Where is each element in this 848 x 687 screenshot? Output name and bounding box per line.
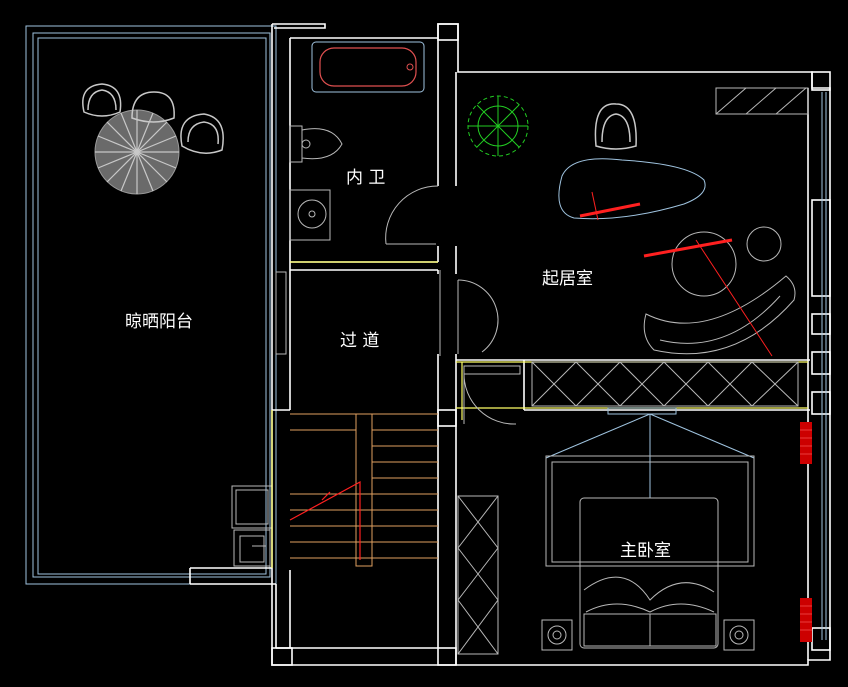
- chair-icon: [82, 83, 122, 117]
- door-swing-icon: [385, 185, 439, 245]
- red-marks: [800, 422, 812, 642]
- room-label-living: 起居室: [542, 269, 593, 289]
- chair-icon: [180, 113, 224, 154]
- room-label-bathroom: 内 卫: [346, 168, 386, 188]
- tv-wall: [545, 407, 755, 498]
- nightstand: [541, 619, 755, 651]
- stair-arrow: [289, 480, 361, 560]
- cabinet-top: [715, 87, 809, 115]
- corridor-door: [275, 270, 499, 356]
- table-icon: [94, 109, 180, 195]
- window-right: [821, 92, 827, 640]
- coffee-table: [558, 158, 706, 221]
- plant-icon: [467, 95, 529, 157]
- sink-icon: [289, 189, 331, 241]
- living-door: [463, 365, 521, 425]
- room-label-corridor: 过 道: [340, 331, 380, 351]
- yellow-lines: [271, 261, 808, 568]
- stair-icon: [290, 413, 438, 567]
- bed-icon: [545, 455, 755, 649]
- room-label-balcony: 晾晒阳台: [125, 312, 193, 332]
- room-label-bedroom: 主卧室: [620, 541, 671, 561]
- chair-icon: [131, 91, 175, 123]
- wardrobe: [457, 495, 499, 655]
- washer-icon: [231, 485, 273, 567]
- toilet-icon: [289, 125, 343, 163]
- sofa-icon: [643, 226, 796, 357]
- chair-icon: [594, 103, 637, 150]
- bathtub-icon: [311, 41, 425, 93]
- red-mark-lines: [800, 429, 812, 631]
- balcony-area: [25, 25, 277, 585]
- tv-cabinet: [531, 361, 799, 407]
